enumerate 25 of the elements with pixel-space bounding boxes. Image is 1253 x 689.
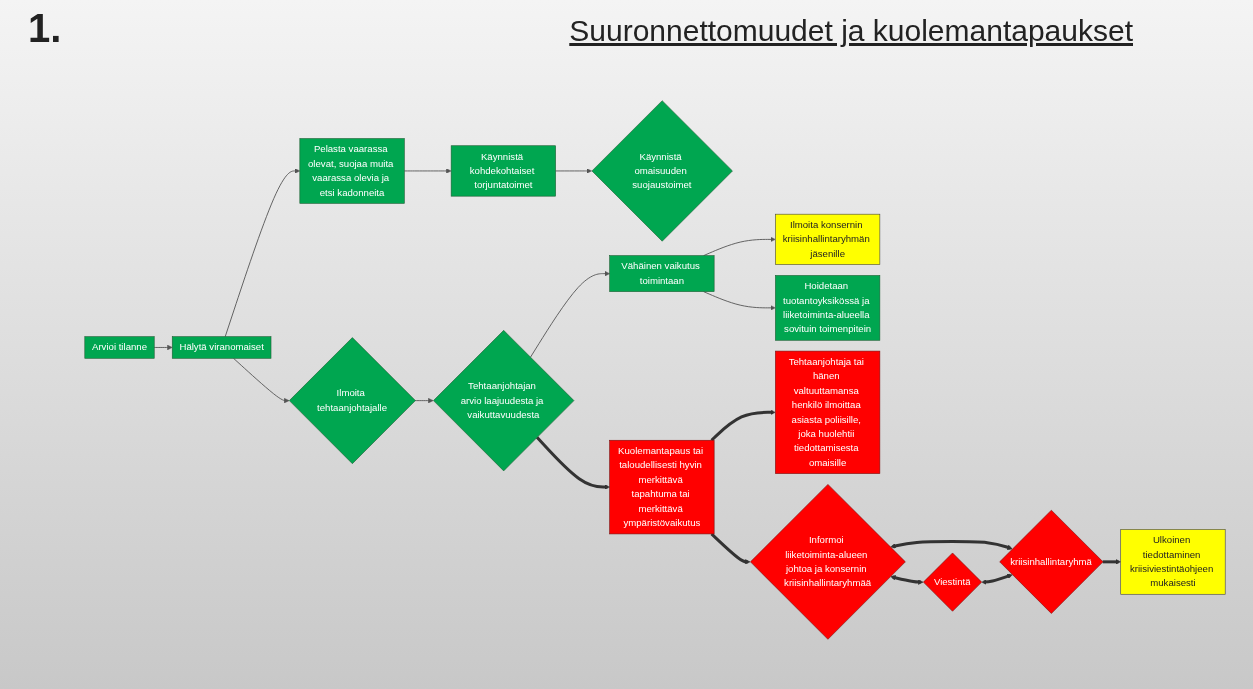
node-diamond: Ilmoita tehtaanjohtajalle <box>289 337 416 464</box>
node-diamond: Tehtaanjohtajan arvio laajuudesta ja vaikuttavuudesta <box>433 330 575 472</box>
node-box: Tehtaanjohtaja tai hänen valtuuttamansa henkilö ilmoittaa asiasta poliisille, joka huolehtii tiedottamisesta omaisille <box>775 350 881 474</box>
arrow <box>535 436 610 490</box>
arrow <box>710 409 776 442</box>
arrow <box>710 532 751 565</box>
node-diamond: Käynnistä omaisuuden suojaustoimet <box>591 100 733 242</box>
node-box: Pelasta vaarassa olevat, suojaa muita vaarassa olevia ja etsi kadonneita <box>299 138 405 204</box>
title: Suuronnettomuudet ja kuolemantapaukset <box>569 14 1133 48</box>
arrow <box>890 575 924 585</box>
node-box: Käynnistä kohdekohtaiset torjuntatoimet <box>450 145 556 197</box>
node-diamond: kriisinhallintaryhmä <box>999 509 1104 614</box>
node-box: Ulkoinen tiedottaminen kriisiviestintäohjeen mukaisesti <box>1120 529 1226 595</box>
node-box: Ilmoita konsernin kriisinhallintaryhmän jäsenille <box>775 213 881 265</box>
node-box: Hoidetaan tuotantoyksikössä ja liiketoiminta-alueella sovituin toimenpitein <box>775 275 881 341</box>
node-box: Hälytä viranomaiset <box>171 336 272 359</box>
node-diamond: Informoi liiketoiminta-alueen johtoa ja konsernin kriisinhallintaryhmää <box>750 484 906 640</box>
node-box: Arvioi tilanne <box>84 336 155 359</box>
step-number: 1. <box>28 6 62 51</box>
node-box: Kuolemantapaus tai taloudellisesti hyvin merkittävä tapahtuma tai merkittävä ympäristövaikutus <box>609 439 715 535</box>
node-diamond: Viestintä <box>923 552 982 612</box>
arrow <box>981 573 1013 585</box>
arrow <box>890 540 1013 550</box>
node-box: Vähäinen vaikutus toimintaan <box>609 255 715 292</box>
arrow <box>1102 559 1121 565</box>
